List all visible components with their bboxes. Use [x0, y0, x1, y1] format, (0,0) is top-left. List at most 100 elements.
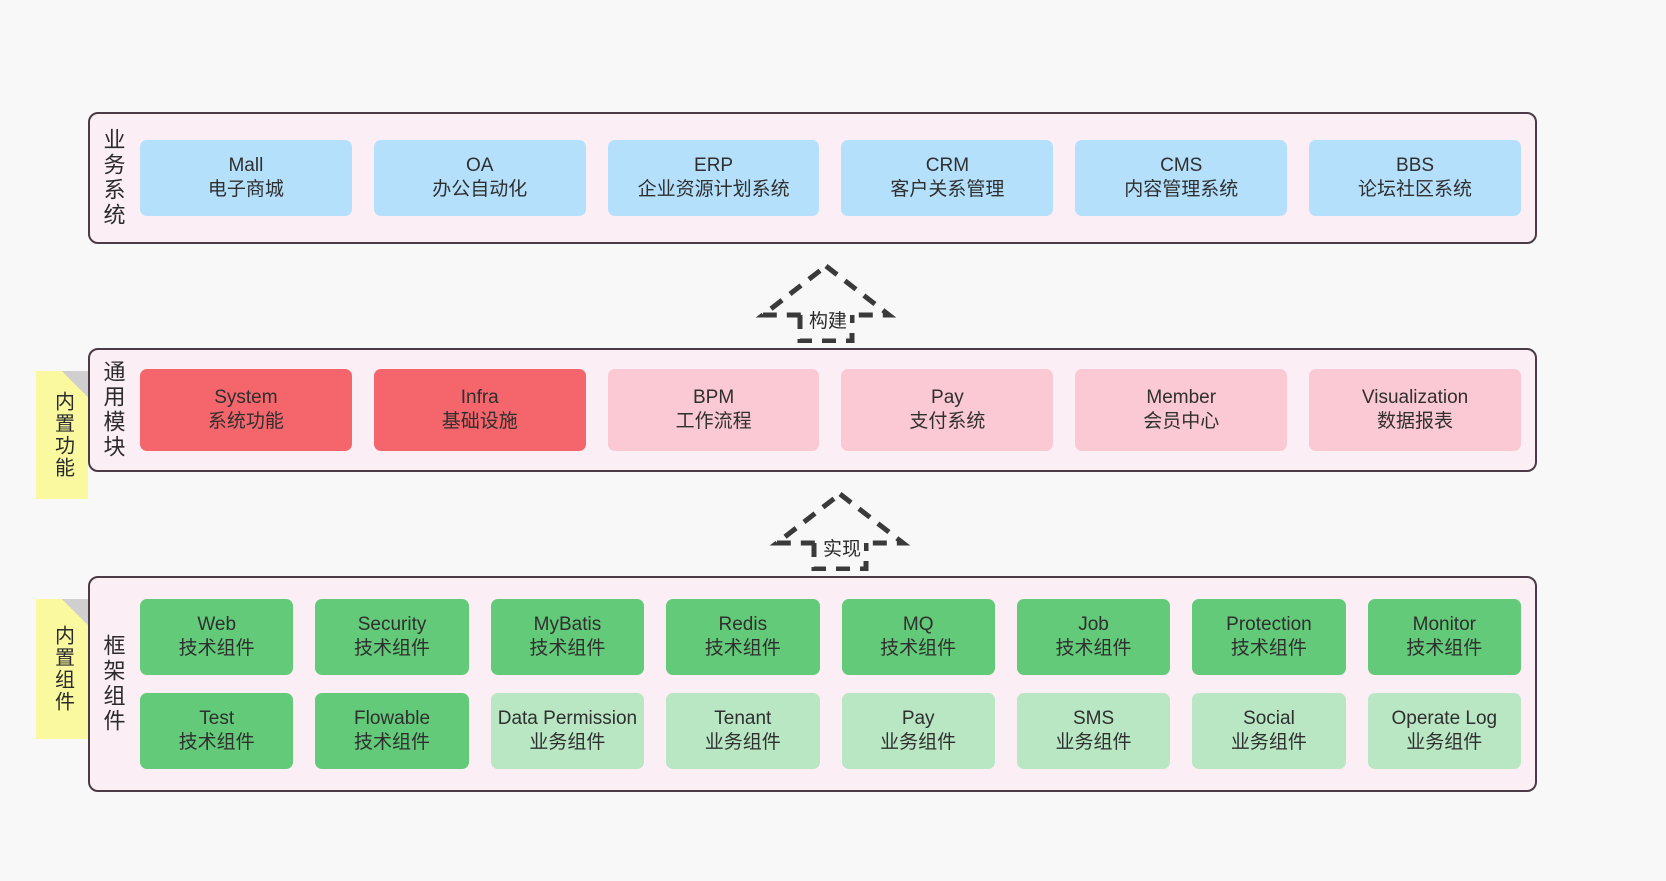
component-card[interactable]: ERP 企业资源计划系统 [607, 140, 820, 216]
page-fold-icon [62, 599, 88, 625]
component-card-title: Member [1146, 386, 1217, 408]
component-card-subtitle: 技术组件 [1230, 638, 1307, 659]
component-card-title: Pay [931, 386, 964, 408]
component-card-subtitle: 技术组件 [1406, 638, 1483, 659]
layer-label-business: 业务系统 [100, 128, 126, 228]
layer-label-framework: 框架组件 [100, 634, 126, 734]
component-card-subtitle: 业务组件 [704, 732, 781, 753]
connector-implement: 实现 [765, 490, 915, 572]
component-card[interactable]: MyBatis 技术组件 [490, 599, 645, 675]
component-card-subtitle: 技术组件 [178, 732, 255, 753]
component-card[interactable]: Redis 技术组件 [666, 599, 820, 675]
sticky-note-label: 内置功能 [51, 391, 74, 479]
component-card-title: SMS [1072, 707, 1115, 729]
component-card-subtitle: 技术组件 [529, 638, 606, 659]
component-card[interactable]: Security 技术组件 [315, 599, 469, 675]
sticky-note-framework: 内置组件 [36, 599, 88, 739]
component-card-subtitle: 系统功能 [207, 411, 284, 432]
component-card-subtitle: 技术组件 [354, 638, 431, 659]
sticky-note-modules: 内置功能 [36, 371, 88, 499]
connector-build: 构建 [751, 262, 901, 344]
component-card-subtitle: 支付系统 [909, 411, 986, 432]
component-card-subtitle: 企业资源计划系统 [637, 179, 790, 200]
component-card[interactable]: CMS 内容管理系统 [1075, 140, 1288, 216]
layer-label-modules: 通用模块 [100, 360, 126, 460]
component-card-subtitle: 客户关系管理 [890, 179, 1005, 200]
component-card-title: ERP [694, 154, 734, 176]
component-card-title: Test [199, 707, 235, 729]
component-card-title: Operate Log [1391, 707, 1498, 729]
component-card-title: MQ [902, 613, 934, 635]
component-card-title: Monitor [1412, 613, 1476, 635]
component-card-title: Job [1078, 613, 1109, 635]
component-card-subtitle: 技术组件 [1055, 638, 1132, 659]
component-card[interactable]: Test 技术组件 [140, 693, 294, 769]
generalization-arrow-icon [755, 262, 897, 344]
component-card-subtitle: 数据报表 [1377, 411, 1454, 432]
component-card-title: Web [197, 613, 237, 635]
component-card-title: Pay [901, 707, 935, 729]
component-card-subtitle: 技术组件 [704, 638, 781, 659]
component-card-subtitle: 业务组件 [880, 732, 957, 753]
component-card-title: Tenant [714, 707, 772, 729]
component-card-title: Social [1243, 707, 1295, 729]
component-card-title: Security [357, 613, 427, 635]
component-card-title: Data Permission [497, 707, 638, 729]
component-card[interactable]: SMS 业务组件 [1016, 693, 1171, 769]
component-card-title: BPM [692, 386, 735, 408]
component-card-title: CMS [1160, 154, 1203, 176]
component-card[interactable]: Visualization 数据报表 [1309, 369, 1521, 451]
page-fold-icon [62, 371, 88, 397]
component-card-title: OA [466, 154, 494, 176]
component-card[interactable]: Tenant 业务组件 [666, 693, 820, 769]
component-card-subtitle: 技术组件 [354, 732, 431, 753]
component-card[interactable]: Monitor 技术组件 [1367, 599, 1521, 675]
component-card[interactable]: Data Permission 业务组件 [490, 693, 645, 769]
component-card[interactable]: Member 会员中心 [1075, 369, 1288, 451]
component-card[interactable]: System 系统功能 [140, 369, 352, 451]
component-card[interactable]: Protection 技术组件 [1192, 599, 1346, 675]
component-card-title: BBS [1396, 154, 1435, 176]
connector-label-build: 构建 [806, 306, 851, 333]
component-card-title: Redis [718, 613, 768, 635]
component-card[interactable]: Pay 业务组件 [841, 693, 995, 769]
component-card[interactable]: Job 技术组件 [1016, 599, 1171, 675]
component-card-title: System [214, 386, 278, 408]
component-card-subtitle: 业务组件 [529, 732, 606, 753]
component-card-title: Protection [1226, 613, 1312, 635]
component-card-title: MyBatis [533, 613, 602, 635]
generalization-arrow-icon [769, 490, 911, 572]
component-card-subtitle: 内容管理系统 [1124, 179, 1239, 200]
component-card-title: Mall [228, 154, 264, 176]
component-card[interactable]: Operate Log 业务组件 [1367, 693, 1521, 769]
sticky-note-label: 内置组件 [51, 625, 74, 713]
component-card[interactable]: Pay 支付系统 [841, 369, 1054, 451]
component-card[interactable]: CRM 客户关系管理 [841, 140, 1054, 216]
component-card[interactable]: Mall 电子商城 [140, 140, 352, 216]
component-card-subtitle: 业务组件 [1055, 732, 1132, 753]
component-card-subtitle: 会员中心 [1143, 411, 1220, 432]
component-card-subtitle: 电子商城 [207, 179, 284, 200]
component-card-title: Visualization [1361, 386, 1469, 408]
component-card-title: CRM [925, 154, 970, 176]
component-card[interactable]: Flowable 技术组件 [315, 693, 469, 769]
component-card-subtitle: 业务组件 [1406, 732, 1483, 753]
component-card-title: Flowable [354, 707, 431, 729]
